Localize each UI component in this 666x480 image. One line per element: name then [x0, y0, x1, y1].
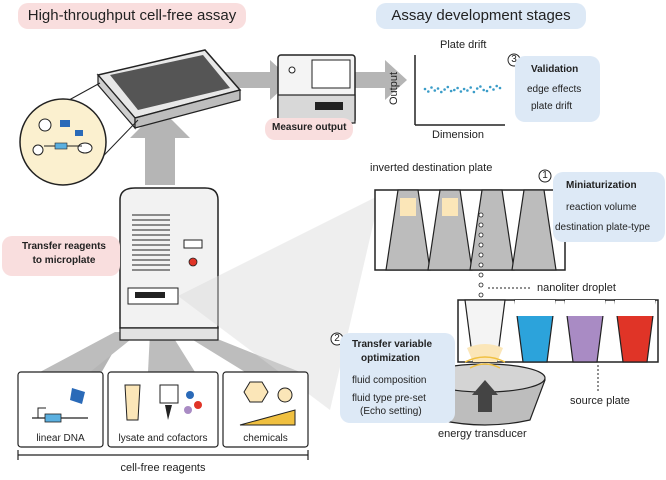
flow-arrows — [55, 60, 407, 375]
reagent-label-chemicals: chemicals — [243, 433, 288, 444]
optimization-item-3: (Echo setting) — [360, 406, 422, 417]
optimization-number: 2 — [334, 333, 340, 344]
left-title: High-throughput cell-free assay — [27, 7, 237, 24]
scatter-point — [472, 90, 476, 94]
destination-plate — [374, 189, 566, 271]
optimization-item-1: fluid composition — [352, 375, 427, 386]
right-title: Assay development stages — [391, 7, 571, 24]
transfer-reagents-label-2: to microplate — [32, 255, 96, 266]
scatter-point — [443, 88, 446, 91]
reagent-funnels — [40, 332, 300, 372]
zoom-cone — [178, 195, 380, 410]
source-plate — [457, 299, 659, 363]
source-plate-label: source plate — [570, 395, 630, 407]
echo-instrument — [119, 187, 219, 341]
scatter-point — [492, 88, 495, 91]
reagent-label-dna: linear DNA — [36, 433, 85, 444]
plate-drift-chart — [414, 55, 505, 126]
reagents-bracket — [17, 450, 309, 460]
scatter-point — [459, 90, 463, 93]
scatter-point — [479, 85, 482, 88]
droplet-trail — [478, 212, 484, 298]
left-title-box: High-throughput cell-free assay — [18, 3, 246, 29]
scatter-point — [485, 89, 489, 93]
measure-output-label: Measure output — [272, 122, 347, 133]
scatter-point — [466, 89, 469, 92]
chart-xlabel: Dimension — [432, 129, 484, 141]
scatter-point — [446, 85, 450, 89]
optimization-title-1: Transfer variable — [352, 339, 433, 350]
energy-transducer — [424, 356, 546, 426]
chart-title: Plate drift — [440, 39, 487, 51]
scatter-point — [475, 87, 479, 90]
cell-free-reagents-label: cell-free reagents — [120, 462, 206, 474]
miniaturization-box — [553, 172, 665, 242]
measure-output-box — [265, 118, 353, 140]
scatter-point — [469, 86, 473, 89]
scatter-point — [436, 87, 440, 90]
scatter-point — [449, 89, 453, 93]
energy-transducer-label: energy transducer — [438, 428, 527, 440]
transfer-reagents-box — [2, 236, 120, 276]
linear-dna-icon — [32, 388, 88, 423]
scatter-point — [495, 84, 499, 88]
validation-item-2: plate drift — [531, 101, 573, 112]
reagent-label-lysate: lysate and cofactors — [118, 433, 208, 444]
validation-number: 3 — [511, 54, 517, 65]
arrow-plate-to-reader — [200, 60, 292, 100]
scatter-point — [430, 86, 433, 89]
microplate — [96, 49, 242, 130]
arrow-reader-to-chart — [355, 60, 407, 100]
optimization-box — [340, 333, 455, 423]
miniaturization-title: Miniaturization — [566, 180, 637, 191]
scatter-point — [488, 85, 492, 89]
miniaturization-item-2: destination plate-type — [555, 222, 651, 233]
arrow-dna-to-instrument — [55, 340, 140, 375]
inverted-plate-label: inverted destination plate — [370, 162, 493, 174]
validation-box — [515, 56, 600, 122]
optimization-title-2: optimization — [361, 353, 420, 364]
scatter-point — [423, 87, 427, 91]
scatter-point — [462, 87, 466, 91]
nanoliter-droplet-label: nanoliter droplet — [537, 282, 616, 294]
chemicals-icon — [239, 381, 296, 426]
arrow-up-to-plate — [130, 108, 190, 185]
scatter-point — [482, 88, 486, 92]
scatter-point — [433, 89, 437, 92]
optimization-item-2: fluid type pre-set — [352, 393, 426, 404]
miniaturization-item-1: reaction volume — [566, 202, 637, 213]
validation-item-1: edge effects — [527, 84, 582, 95]
scatter-point — [427, 90, 430, 93]
scatter-point — [498, 86, 502, 90]
reaction-zoom — [19, 82, 139, 186]
validation-title: Validation — [531, 64, 579, 75]
scatter-point — [440, 90, 443, 94]
scatter-point — [456, 86, 459, 90]
miniaturization-number: 1 — [542, 170, 548, 181]
transfer-reagents-label-1: Transfer reagents — [22, 241, 106, 252]
lysate-cofactors-icon — [124, 384, 202, 421]
plate-reader — [277, 54, 356, 124]
chart-ylabel: Output — [388, 71, 400, 105]
right-title-box: Assay development stages — [376, 3, 586, 29]
scatter-point — [453, 88, 456, 92]
